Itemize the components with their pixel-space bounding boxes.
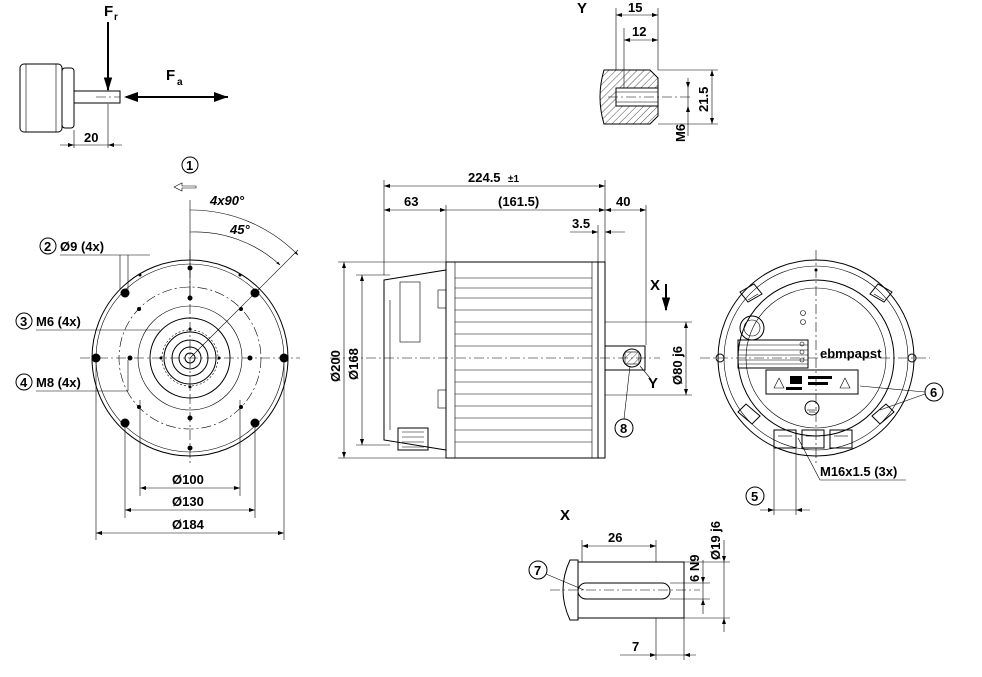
svg-text:7: 7: [534, 563, 541, 578]
front-flange: [597, 261, 606, 459]
thread-m6: M6: [673, 124, 688, 142]
rotation-arrow-icon: [173, 182, 197, 192]
dim-12: 12: [632, 24, 646, 39]
radial-force-label: F: [104, 3, 113, 20]
callout-3: [15, 312, 33, 330]
label-m6: M6 (4x): [36, 314, 81, 329]
callout-7: [528, 560, 548, 580]
cooling-fins: [455, 277, 592, 443]
axial-force-label: F: [166, 67, 175, 84]
terminal-block: [737, 339, 809, 369]
label-dia-9: Ø9 (4x): [60, 239, 104, 254]
dim-26: 26: [608, 530, 622, 545]
dim-21-5: 21.5: [696, 87, 711, 112]
callout-4: [15, 373, 33, 391]
axial-force-sub: a: [177, 77, 183, 88]
svg-text:4: 4: [20, 375, 28, 390]
svg-text:6: 6: [930, 385, 937, 400]
rear-view: ebmpapst 6 M16x1.5 (3x): [700, 250, 944, 515]
motor-housing: [445, 261, 599, 459]
ground-icon: [804, 400, 820, 416]
keyway: [577, 582, 671, 600]
dia-100: Ø100: [172, 472, 204, 487]
radial-force-sub: r: [114, 12, 118, 23]
cable-glands: [773, 429, 853, 449]
svg-text:5: 5: [751, 489, 758, 504]
front-view: 1 4x90° 45°: [15, 156, 300, 540]
warning-icon: [773, 377, 785, 389]
dim-3-5: 3.5: [572, 216, 590, 231]
brand-logo: ebmpapst: [820, 346, 882, 361]
detail-y: Y 15 12 21.5 M6: [577, 0, 718, 142]
svg-text:3: 3: [20, 314, 27, 329]
dim-20: 20: [84, 130, 98, 145]
svg-text:1: 1: [186, 158, 193, 173]
dia-168: Ø168: [346, 348, 361, 380]
dia-19: Ø19 j6: [708, 521, 723, 560]
dim-40: 40: [616, 194, 630, 209]
dim-6-n9: 6 N9: [687, 555, 702, 582]
dia-130: Ø130: [172, 494, 204, 509]
callout-2: [39, 237, 57, 255]
side-view: 224.5 ±1 63 (161.5) 40 3.5 Ø200 Ø168: [328, 170, 692, 459]
cable-gland: [397, 427, 429, 451]
dia-184: Ø184: [172, 517, 205, 532]
view-x-label: X: [650, 277, 660, 294]
label-m8: M8 (4x): [36, 375, 81, 390]
angle-45: 45°: [229, 222, 250, 237]
view-y-label: Y: [648, 375, 658, 392]
rear-cover: [383, 269, 447, 451]
dim-15: 15: [628, 0, 642, 15]
shaft-detail-x: X 26 6 N9 Ø19 j6 7 7: [528, 507, 730, 660]
shaft-collar: [562, 559, 579, 621]
dim-7: 7: [632, 639, 639, 654]
angle-4x90: 4x90°: [209, 193, 245, 208]
callout-5: [745, 486, 765, 506]
dia-80: Ø80 j6: [670, 346, 685, 385]
cable-gland-label: M16x1.5 (3x): [820, 464, 897, 479]
svg-text:2: 2: [44, 239, 51, 254]
dim-224-5: 224.5: [468, 170, 501, 185]
dim-224-5-tol: ±1: [508, 174, 519, 185]
rating-plate: [765, 369, 859, 395]
shaft-view-label: X: [560, 507, 570, 524]
detail-y-label: Y: [577, 0, 587, 17]
warning-icon-2: [839, 377, 851, 389]
force-diagram: F r F a 20: [19, 3, 228, 148]
svg-text:8: 8: [620, 421, 627, 436]
dia-200: Ø200: [328, 350, 343, 382]
dim-63: 63: [404, 194, 418, 209]
callout-1: [181, 156, 199, 174]
dim-161-5: (161.5): [498, 194, 539, 209]
